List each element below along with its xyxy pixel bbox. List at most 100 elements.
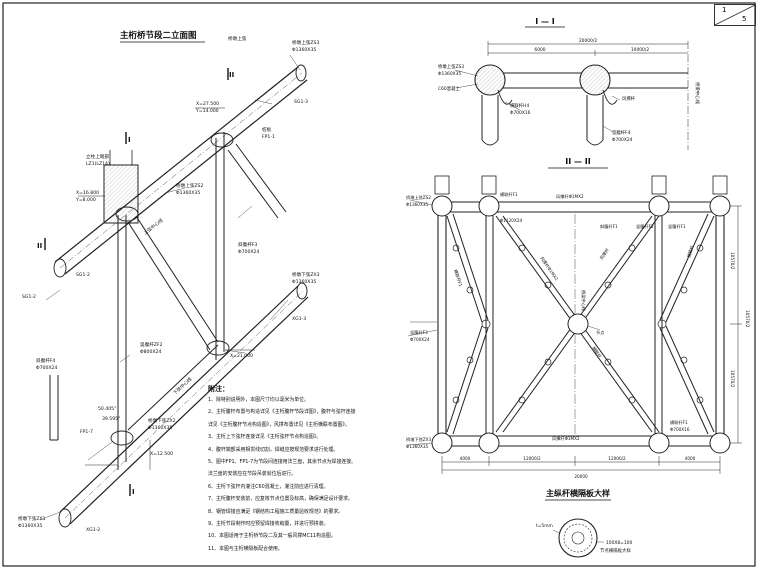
label: SG1-2	[76, 272, 90, 278]
label: Φ1360X35	[292, 279, 316, 285]
label: Φ700X24	[36, 365, 57, 371]
label: 竖腹杆F4	[612, 129, 631, 136]
detail-title: 主纵杆横隔板大样	[546, 488, 610, 498]
note-line: 5、图中FP1、FP1-7为节段间连接用法兰盘，其余节点为焊接连接。	[208, 459, 357, 466]
page-divider	[715, 5, 755, 25]
page-current: 1	[722, 6, 727, 14]
label: 竖腹杆ZF2	[140, 341, 163, 348]
bottom-chord	[59, 285, 309, 525]
label: 竖腹杆F1	[668, 223, 686, 230]
dim-label: 12000/2	[608, 456, 626, 461]
dim-label: 20000/2	[579, 38, 597, 44]
label: 横联杆	[685, 244, 696, 259]
leader-lines	[39, 54, 301, 521]
label: Φ700X24	[612, 137, 633, 143]
label: 风撑杆	[598, 246, 611, 261]
elevation-title: 主桁桥节段二立面图	[120, 30, 197, 41]
note-line: 10、本图适用于主桁桥节段二及其一般风撑MC11构造图。	[208, 533, 336, 540]
label: 桥墩下弦ZX3	[292, 271, 320, 278]
diagonal-members	[127, 143, 287, 431]
label: LZ1(LZ14)	[86, 161, 110, 167]
label: 100X8=100	[606, 540, 632, 546]
label: 上弦中心线	[142, 217, 165, 237]
label: 横联杆H4	[510, 102, 529, 109]
dim-label: 4000	[460, 456, 471, 461]
label: X=21.000	[230, 353, 253, 359]
label: 节点	[596, 330, 604, 336]
label: C60混凝土	[438, 85, 460, 92]
cut-mark-label: I	[132, 488, 135, 496]
elevation-dimensions	[78, 107, 255, 470]
dim-label: 10570/2	[730, 370, 735, 388]
label: Φ1360X35	[148, 425, 172, 431]
label: Φ700X24	[410, 337, 430, 342]
label: SG1-2	[22, 294, 36, 300]
plate-detail	[552, 518, 604, 558]
dim-label: 10000/2	[631, 47, 649, 53]
section-cut-marks	[44, 68, 229, 496]
note-line: 2、主桁腹杆布置与构造详见《主桁腹杆节段详图》，腹杆与弦杆连接	[208, 409, 356, 416]
note-line: 详见《主桁腹杆节点构造图》，风撑布置详见《主桁横联布置图》。	[208, 421, 350, 428]
label: Φ1360X35	[406, 202, 428, 207]
label: 桥墩下弦ZX1	[18, 515, 46, 522]
dim-label: 10570/2	[745, 310, 750, 328]
label: 横联杆F1	[452, 268, 464, 287]
label: 斜腹杆F3	[238, 241, 257, 248]
cut-mark-label: II	[37, 242, 42, 250]
notes-heading: 附注：	[208, 385, 229, 393]
label: 桥梁中心线	[580, 290, 587, 312]
dim-label: 4000	[685, 456, 696, 461]
label: 横联杆F1	[500, 191, 518, 198]
label: 桥墩上弦ZS3	[292, 39, 319, 46]
label: 风撑杆Φ1MX2	[538, 255, 560, 282]
label: Φ700X16	[670, 427, 690, 432]
label: 桥梁中心线	[694, 82, 701, 105]
note-line: 11、本图与主桁横隔板配合使用。	[208, 545, 283, 552]
dim-label: 6000	[534, 47, 545, 53]
detail-text: 主纵杆横隔板大样 t=5mm 100X8=100 节点横隔板大样	[536, 488, 632, 554]
vertical-members	[117, 132, 225, 470]
label: 桩板	[262, 126, 272, 133]
label: 桥墩下弦ZX2	[148, 417, 176, 424]
top-chord	[54, 66, 308, 275]
note-line: 3、主桁上下弦杆连接详见《主桁弦杆节点构造图》。	[208, 434, 322, 441]
cut-mark-label: I	[128, 136, 131, 144]
label: Φ1360X35	[18, 523, 42, 529]
label: 风撑杆	[622, 95, 636, 102]
section-i-view	[454, 41, 689, 150]
label: X=16.800	[76, 190, 99, 196]
label: FP1-7	[80, 429, 93, 435]
notes-block: 附注： 1、除特别说明外，本图尺寸均以毫米为单位。 2、主桁腹杆布置与构造详见《…	[208, 384, 443, 555]
label: 桥墩上弦	[228, 35, 247, 42]
label: Φ1360X35	[438, 71, 461, 77]
note-line: 4、腹杆端部采用相贯线切割，焊缝应按规范要求进行处理。	[208, 446, 339, 453]
section-i-title: I — I	[535, 17, 555, 26]
label: 竖腹杆F3	[410, 329, 428, 336]
note-line: 6、主桁下弦杆内灌注C60混凝土，灌注前应进行清理。	[208, 483, 329, 490]
label: Y=8.000	[75, 197, 96, 203]
label: Φ1360X35	[406, 444, 428, 449]
section-i-text: I — I 20000/2 6000 10000/2 桥墩上弦ZS3 Φ1360…	[438, 17, 701, 143]
label: 50.405°	[98, 406, 116, 412]
label: 39.595°	[102, 416, 120, 422]
note-line: 1、除特别说明外，本图尺寸均以毫米为单位。	[208, 397, 309, 403]
label: 横联杆F1	[670, 419, 688, 426]
dim-label: 12000/2	[523, 456, 541, 461]
label: Φ800X24	[140, 349, 161, 355]
label: t=5mm	[536, 523, 553, 529]
section-ii-view	[407, 175, 742, 474]
elevation-view	[39, 54, 309, 528]
dim-label: 10570/2	[730, 252, 735, 270]
label: 竖腹杆F2	[636, 223, 654, 230]
label: Y=14.000	[195, 108, 219, 114]
label: 斜腹杆F1	[600, 223, 618, 230]
left-column	[49, 375, 59, 441]
label: Φ700X24	[238, 249, 259, 255]
label: X=27.500	[196, 101, 219, 107]
label: XG1-2	[86, 527, 100, 533]
label: X=12.500	[150, 451, 173, 457]
note-line: 法兰盘的安装应在节段吊装就位后进行。	[208, 471, 297, 478]
dim-label: 20000	[574, 474, 588, 479]
